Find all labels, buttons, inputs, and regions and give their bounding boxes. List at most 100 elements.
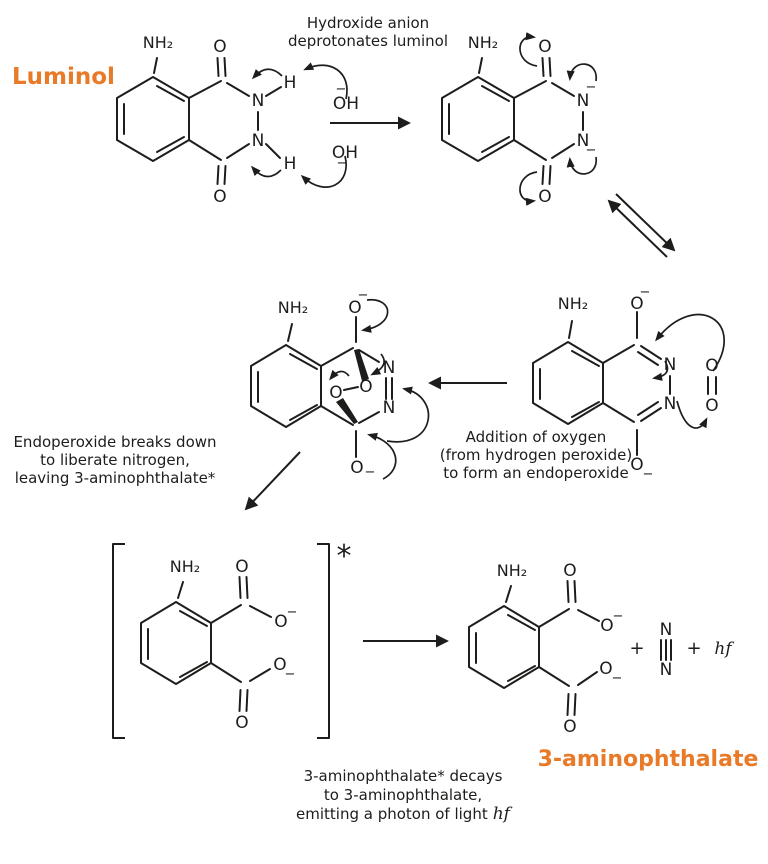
- caption-fragment: emitting a photon of light: [296, 805, 488, 823]
- electron-push-arrow: [519, 32, 538, 67]
- oxygen-label: O: [705, 396, 718, 416]
- oxygen-label: O: [213, 187, 226, 207]
- hydroxide-label: OH: [332, 143, 358, 163]
- excited-state-asterisk: *: [337, 539, 352, 574]
- excited-aminophthalate-structure: * NH₂ O O − O − O: [112, 539, 352, 739]
- oxygen-label: O: [600, 616, 613, 636]
- caption-line: to 3-aminophthalate,: [324, 786, 482, 804]
- plus-sign: +: [686, 638, 701, 659]
- amine-label: NH₂: [278, 298, 308, 317]
- caption-line: to form an endoperoxide: [443, 464, 629, 482]
- oxygen-label: O: [563, 717, 576, 737]
- product-title: 3-aminophthalate: [538, 747, 759, 772]
- caption-line: Addition of oxygen: [466, 428, 607, 446]
- electron-push-arrow: [300, 155, 347, 188]
- right-bracket: [317, 543, 330, 739]
- equilibrium-arrow: [607, 193, 676, 258]
- nitrogen-label: N: [577, 131, 590, 151]
- caption-line: deprotonates luminol: [288, 32, 448, 50]
- reaction-arrow-diagonal: [244, 451, 301, 511]
- oxygen-label: O: [630, 455, 643, 475]
- electron-push-arrow: [329, 369, 350, 381]
- nitrogen-label: N: [660, 620, 673, 640]
- oxygen-label: O: [329, 383, 342, 403]
- benzene-ring: [140, 601, 212, 685]
- minus-charge: −: [586, 143, 597, 158]
- electron-push-arrow: [370, 353, 385, 376]
- luminol-structure: NH₂ O N H N H O: [116, 33, 297, 207]
- hydrogen-label: H: [284, 154, 297, 174]
- nitrogen-label: N: [577, 91, 590, 111]
- benzene-ring: [250, 344, 322, 428]
- nitrogen-label: N: [383, 398, 396, 418]
- electron-push-arrow: [651, 360, 669, 381]
- oxygen-label: O: [359, 377, 372, 397]
- benzene-ring: [532, 341, 604, 425]
- minus-charge: −: [337, 156, 348, 171]
- minus-charge: −: [358, 288, 369, 303]
- left-bracket: [112, 543, 125, 739]
- caption-line: 3-aminophthalate* decays: [304, 767, 503, 785]
- minus-charge: −: [612, 671, 623, 686]
- nitrogen-label: N: [252, 131, 265, 151]
- oxygen-label: O: [538, 187, 551, 207]
- oxygen-label: O: [348, 298, 361, 318]
- plus-sign: +: [629, 638, 644, 659]
- luminol-bonds: [116, 57, 282, 185]
- oxygen-label: O: [235, 713, 248, 733]
- electron-push-arrow: [676, 400, 708, 429]
- oxygen-label: O: [630, 294, 643, 314]
- minus-charge: −: [285, 667, 296, 682]
- deprotonated-luminol-structure: NH₂ O N − N − O: [441, 32, 597, 207]
- electron-push-arrow: [303, 62, 348, 100]
- electron-push-arrow: [386, 386, 430, 443]
- deprotonation-step: − OH OH −: [300, 62, 411, 188]
- oxygen-molecule: O O: [705, 356, 718, 416]
- amine-label: NH₂: [497, 561, 527, 580]
- wedge-bond: [354, 349, 369, 381]
- luminol-title: Luminol: [12, 64, 115, 90]
- oxygen-label: O: [599, 659, 612, 679]
- hydroxide-caption: Hydroxide anion deprotonates luminol: [288, 14, 448, 50]
- amine-label: NH₂: [558, 294, 588, 313]
- bonds: [468, 580, 600, 716]
- electron-push-arrow: [367, 432, 397, 480]
- oxygen-label: O: [350, 458, 363, 478]
- benzene-ring: [116, 76, 190, 162]
- electron-push-arrow: [251, 68, 283, 80]
- caption-line: Hydroxide anion: [307, 14, 429, 32]
- minus-charge: −: [336, 82, 347, 97]
- nitrogen-label: N: [664, 394, 677, 414]
- nitrogen-label: N: [252, 91, 265, 111]
- endoperoxide-structure: NH₂ − O O O N N O −: [250, 288, 430, 480]
- wedge-bond: [336, 398, 358, 424]
- aminophthalate-structure: NH₂ O O − O − O + N N + hf: [468, 561, 734, 737]
- caption-line: (from hydrogen peroxide): [440, 446, 632, 464]
- bonds: [140, 576, 272, 712]
- oxygen-label: O: [538, 37, 551, 57]
- benzene-ring: [441, 76, 515, 162]
- bonds: [441, 57, 584, 185]
- decay-caption: 3-aminophthalate* decays to 3-aminophtha…: [296, 767, 513, 824]
- minus-charge: −: [643, 467, 654, 482]
- minus-charge: −: [640, 285, 651, 300]
- amine-label: NH₂: [170, 557, 200, 576]
- oxygen-addition-caption: Addition of oxygen (from hydrogen peroxi…: [440, 428, 632, 482]
- electron-push-arrow: [250, 165, 282, 178]
- dianion-structure: NH₂ − O N N O − O O: [532, 285, 725, 482]
- minus-charge: −: [287, 605, 298, 620]
- electron-push-arrow: [655, 313, 725, 372]
- breakdown-caption: Endoperoxide breaks down to liberate nit…: [13, 433, 216, 487]
- minus-charge: −: [586, 80, 597, 95]
- hydrogen-label: H: [284, 73, 297, 93]
- caption-line: leaving 3-aminophthalate*: [15, 469, 216, 487]
- oxygen-label: O: [563, 561, 576, 581]
- caption-line: Endoperoxide breaks down: [13, 433, 216, 451]
- nitrogen-label: N: [660, 660, 673, 680]
- amine-label: NH₂: [468, 33, 498, 52]
- oxygen-label: O: [213, 37, 226, 57]
- bonds: [532, 311, 671, 456]
